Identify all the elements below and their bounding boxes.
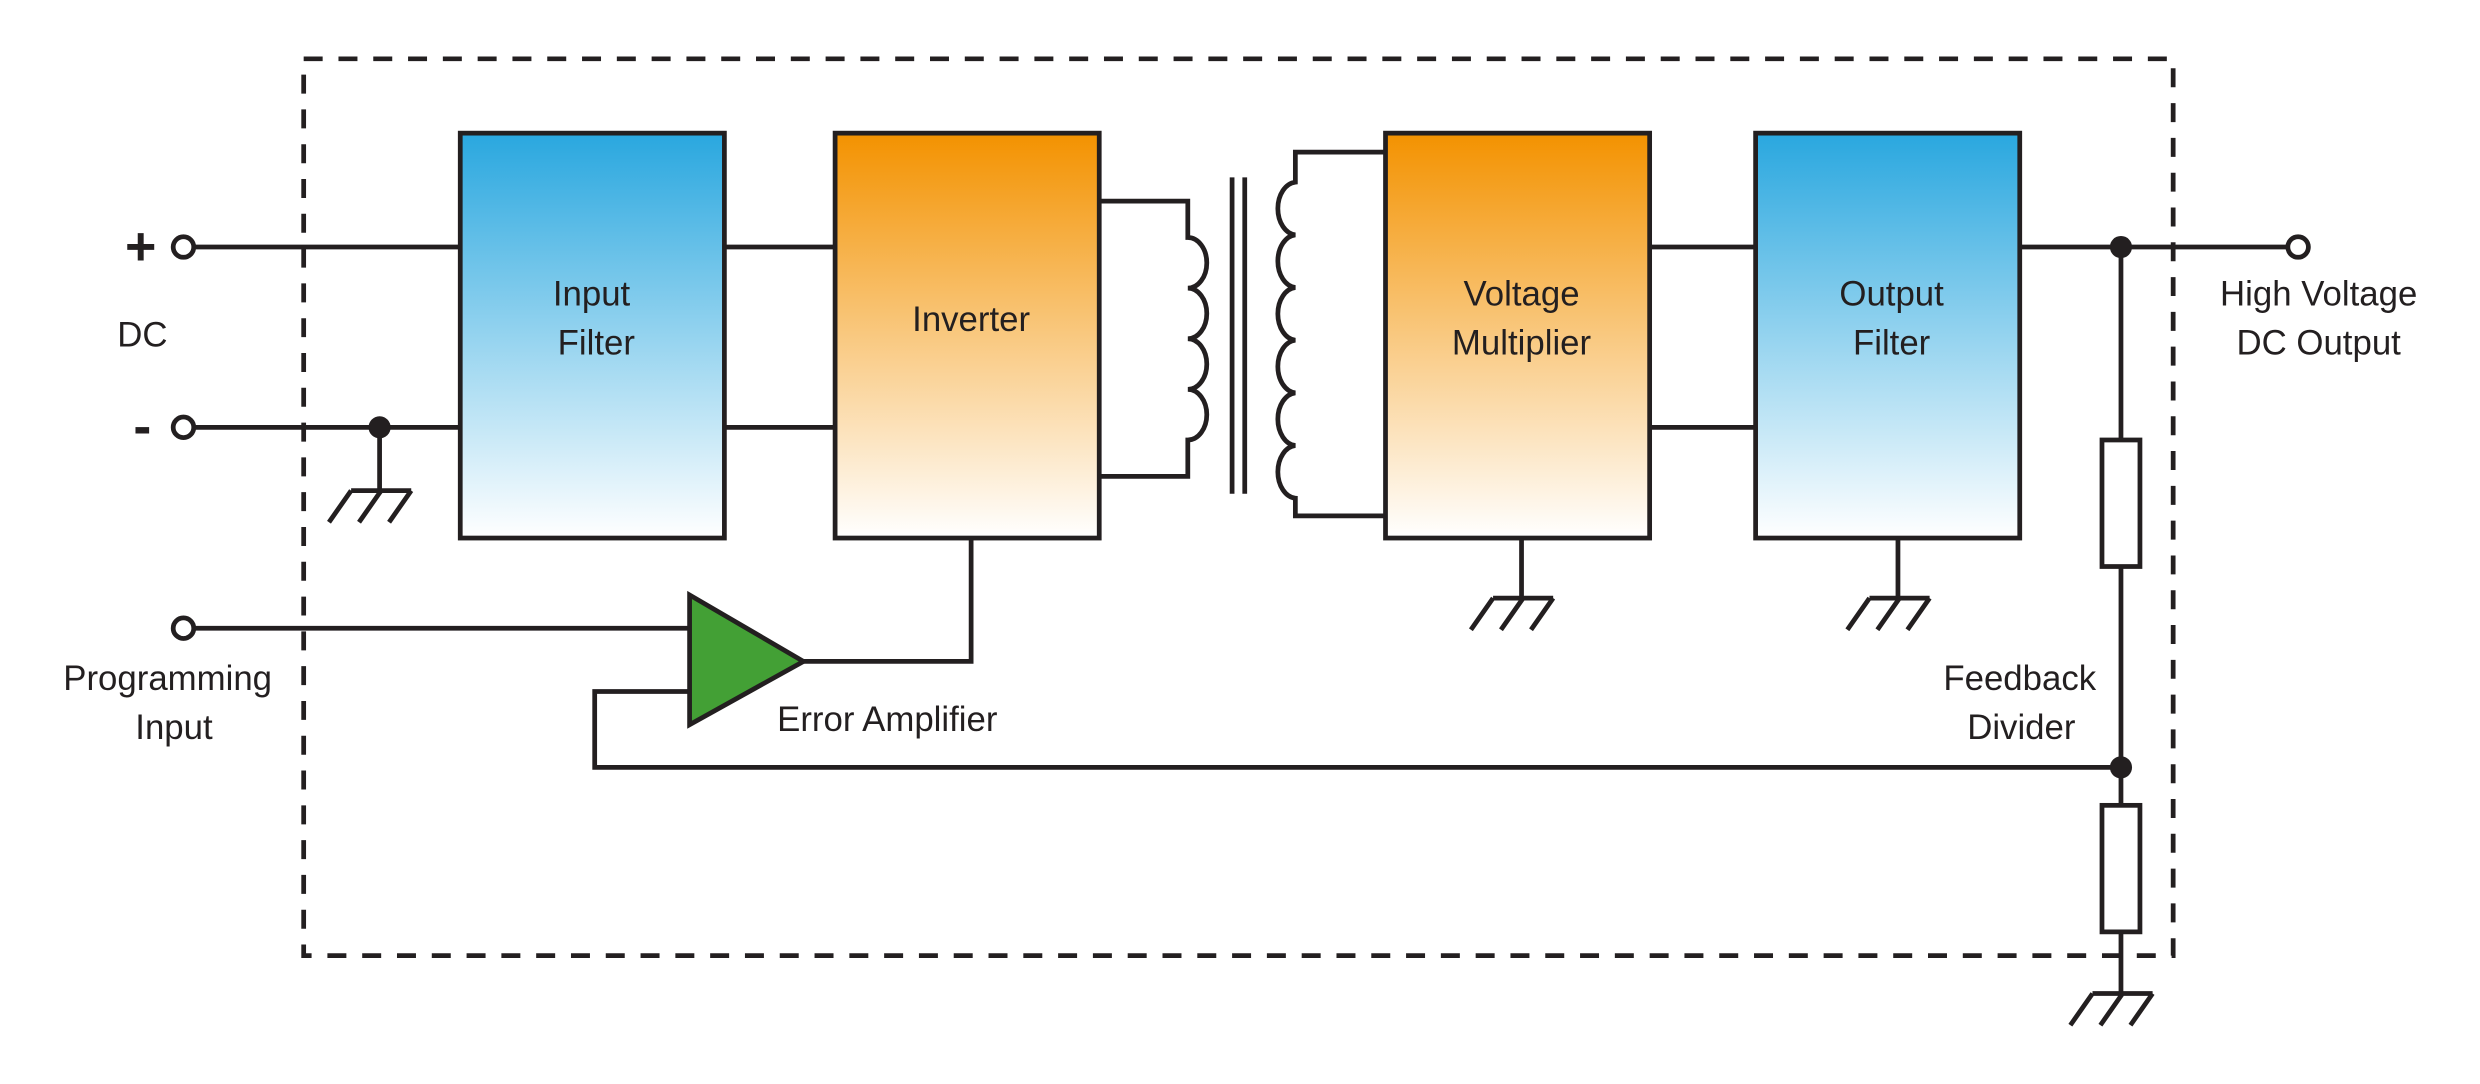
junction-dot: [2109, 235, 2133, 259]
feedback-resistor-upper: [2099, 437, 2143, 569]
error-amplifier-label: Error Amplifier: [777, 701, 997, 739]
output-filter-label: Output: [1839, 276, 1944, 314]
output-filter-label: Filter: [1853, 325, 1930, 363]
feedback-divider-label: Divider: [1967, 709, 2075, 747]
error-amplifier-icon: [687, 590, 809, 729]
junction-dot: [368, 416, 391, 439]
plus-terminal: [170, 234, 197, 260]
transformer-icon: [1099, 149, 1386, 519]
ground-icon: [327, 488, 414, 524]
hv-output-terminal: [2285, 234, 2311, 260]
inverter-label: Inverter: [912, 301, 1030, 339]
ground-icon: [2068, 991, 2155, 1027]
ground-icon: [1845, 595, 1932, 632]
input-filter-label: Filter: [558, 325, 635, 363]
output-filter-block: [1753, 130, 2023, 541]
inverter-block: [832, 130, 1102, 541]
programming-input-terminal: [170, 615, 197, 641]
feedback-divider-label: Feedback: [1943, 660, 2096, 698]
input-filter-block: [457, 130, 727, 541]
feedback-resistor-lower: [2099, 802, 2143, 935]
hv-output-label: DC Output: [2237, 325, 2402, 363]
voltage-multiplier-label: Voltage: [1464, 276, 1580, 314]
ground-icon: [1468, 595, 1556, 632]
minus-sign: -: [133, 397, 151, 457]
minus-terminal: [170, 414, 197, 440]
dc-label: DC: [117, 317, 167, 355]
programming-input-label: Programming: [63, 660, 272, 698]
input-wiring: [194, 244, 2288, 994]
programming-input-label: Input: [135, 709, 213, 747]
hv-output-label: High Voltage: [2220, 276, 2417, 314]
junction-dot: [2109, 756, 2133, 779]
plus-sign: +: [125, 216, 156, 276]
enclosure-boundary: [301, 56, 2176, 958]
voltage-multiplier-block: [1383, 130, 1653, 541]
voltage-multiplier-label: Multiplier: [1452, 325, 1591, 363]
input-filter-label: Input: [553, 276, 631, 314]
